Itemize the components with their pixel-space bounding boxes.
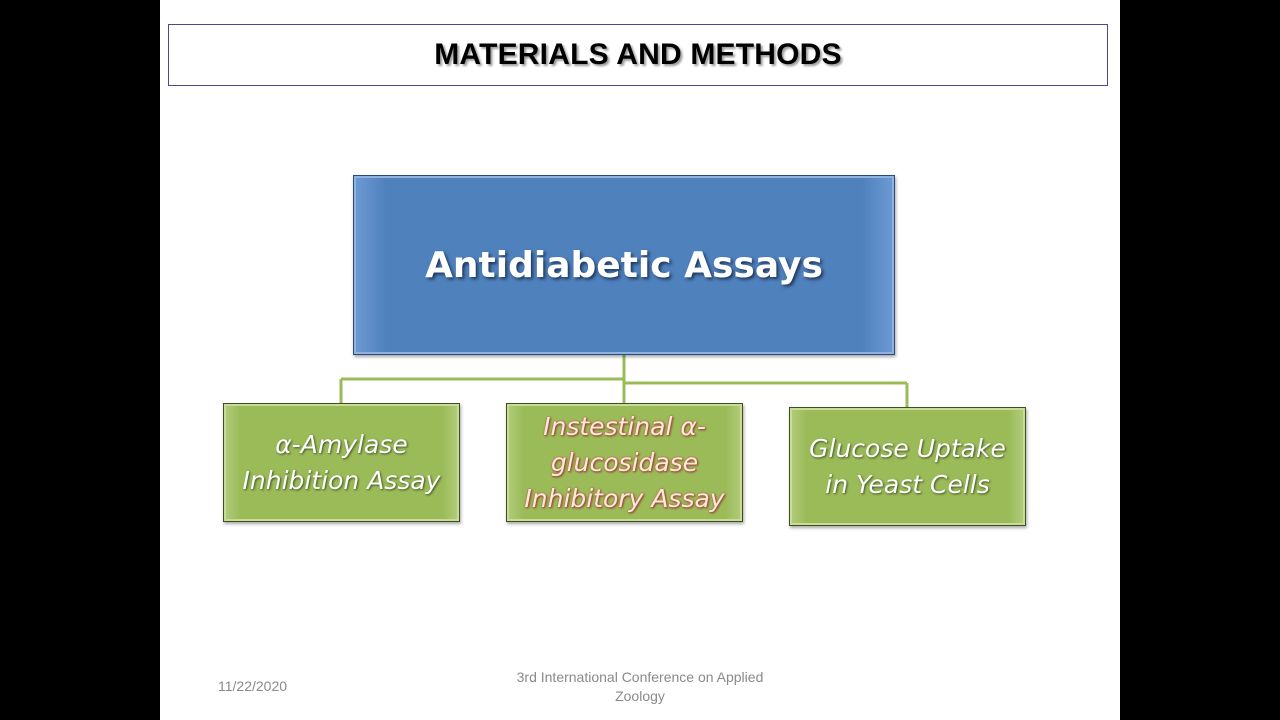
connector-lines [339,354,909,408]
root-node-antidiabetic-assays: Antidiabetic Assays [353,175,895,355]
root-node-label: Antidiabetic Assays [425,244,823,286]
slide-title: MATERIALS AND METHODS [434,38,842,71]
child-node-glucose-uptake: Glucose Uptake in Yeast Cells [789,407,1026,526]
child-node-amylase: α-Amylase Inhibition Assay [223,403,460,522]
child-node-glucosidase: Instestinal α-glucosidase Inhibitory Ass… [506,403,743,522]
title-box: MATERIALS AND METHODS [168,24,1108,86]
slide: MATERIALS AND METHODS Antidiabetic Assay… [160,0,1120,720]
footer-date: 11/22/2020 [218,678,288,694]
child-node-label: Glucose Uptake in Yeast Cells [809,433,1006,499]
child-node-label: α-Amylase Inhibition Assay [242,429,441,495]
child-node-label: Instestinal α-glucosidase Inhibitory Ass… [524,411,725,513]
footer-conference: 3rd International Conference on Applied … [516,669,764,704]
